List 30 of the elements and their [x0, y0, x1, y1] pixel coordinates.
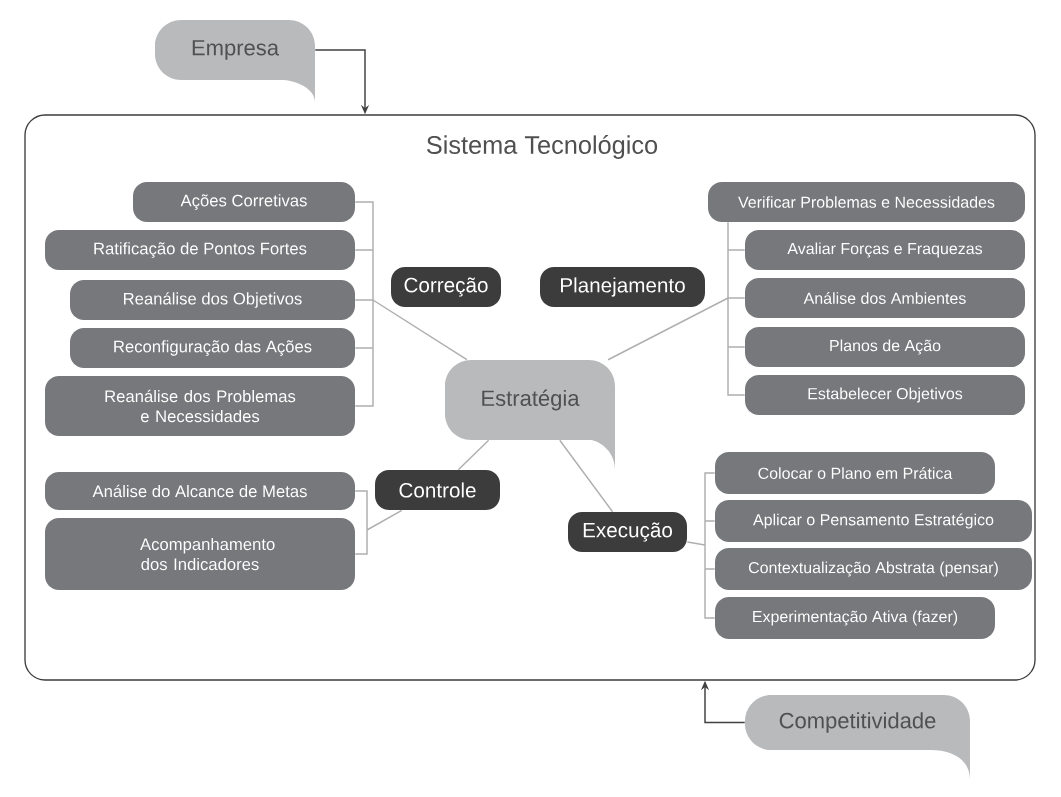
item-box: Ações Corretivas: [133, 182, 355, 222]
item-box: Estabelecer Objetivos: [745, 375, 1025, 415]
topic-box: Correção: [391, 267, 501, 307]
item-box: Experimentação Ativa (fazer): [715, 597, 995, 639]
item-box: Colocar o Plano em Prática: [715, 452, 995, 494]
topic-box: Planejamento: [540, 267, 705, 307]
item-box: Acompanhamento dos Indicadores: [45, 518, 355, 590]
item-box: Planos de Ação: [745, 327, 1025, 367]
speech-bubble: Competitividade: [745, 695, 970, 780]
connector-line: [354, 201, 468, 407]
speech-bubble: Estratégia: [445, 360, 615, 470]
item-box: Verificar Problemas e Necessidades: [708, 182, 1025, 222]
topic-box: Execução: [568, 512, 687, 552]
topic-box: Controle: [375, 470, 500, 510]
connector-line: [457, 439, 490, 471]
item-box: Ratificação de Pontos Fortes: [45, 230, 355, 270]
item-box: Reanálise dos Problemas e Necessidades: [45, 376, 355, 436]
item-box: Análise dos Ambientes: [745, 278, 1025, 318]
connector-line: [354, 490, 403, 555]
item-box: Reconfiguração das Ações: [70, 328, 355, 368]
frame-title: Sistema Tecnológico: [427, 135, 658, 159]
item-box: Análise do Alcance de Metas: [45, 472, 355, 510]
item-box: Avaliar Forças e Fraquezas: [745, 230, 1025, 270]
connector-line: [686, 472, 716, 619]
connector-line: [607, 221, 746, 396]
speech-bubble: Empresa: [155, 20, 315, 102]
item-box: Reanálise dos Objetivos: [70, 280, 355, 320]
connector-line: [559, 439, 614, 513]
item-box: Contextualização Abstrata (pensar): [715, 548, 1032, 590]
item-box: Aplicar o Pensamento Estratégico: [715, 500, 1032, 542]
